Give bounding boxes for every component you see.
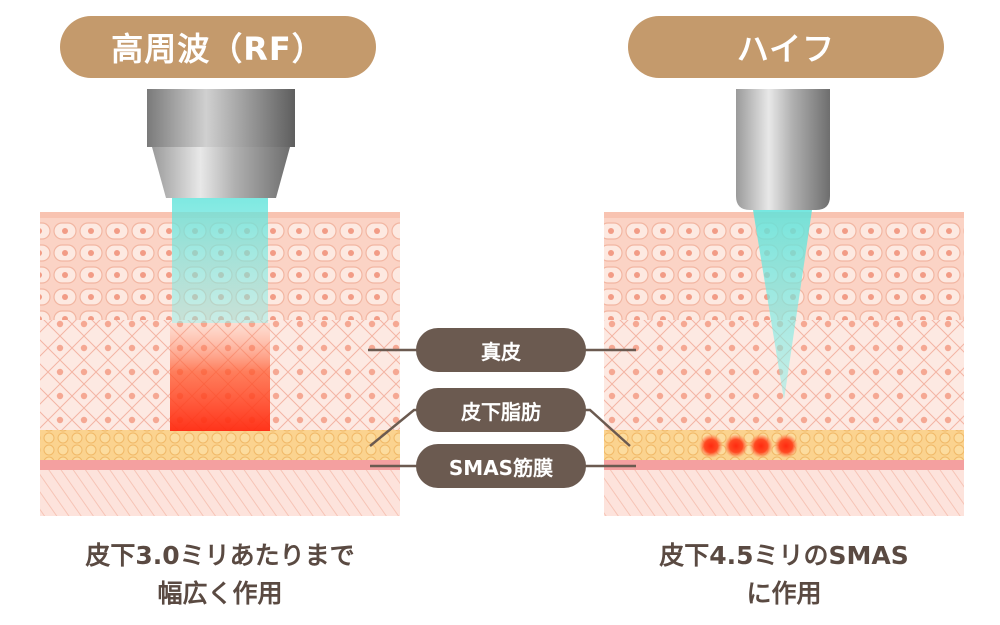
rf-title-pill: 高周波（RF） (60, 16, 376, 78)
label-dermis: 真皮 (416, 328, 586, 372)
label-smas-text: SMAS筋膜 (448, 455, 554, 480)
rf-caption-line2: 幅広く作用 (157, 579, 283, 608)
rf-title: 高周波（RF） (111, 30, 325, 68)
hifu-caption: 皮下4.5ミリのSMAS に作用 (584, 537, 984, 613)
label-subcutaneous-fat: 皮下脂肪 (416, 388, 586, 432)
hifu-caption-line1: 皮下4.5ミリのSMAS (659, 541, 909, 570)
rf-heat-zone (170, 323, 270, 431)
label-smas: SMAS筋膜 (416, 444, 586, 488)
rf-caption-line1: 皮下3.0ミリあたりまで (85, 541, 355, 570)
rf-probe (147, 89, 295, 198)
rf-caption: 皮下3.0ミリあたりまで 幅広く作用 (20, 537, 420, 613)
hifu-title-pill: ハイフ (628, 16, 944, 78)
hifu-probe (736, 89, 830, 210)
hifu-beam (753, 210, 812, 400)
label-dermis-text: 真皮 (481, 339, 521, 364)
hifu-caption-line2: に作用 (746, 579, 822, 608)
label-fat-text: 皮下脂肪 (461, 399, 541, 424)
hifu-focal-points (699, 434, 798, 458)
hifu-title: ハイフ (736, 30, 836, 68)
rf-beam (172, 198, 268, 323)
label-connectors (368, 348, 636, 468)
